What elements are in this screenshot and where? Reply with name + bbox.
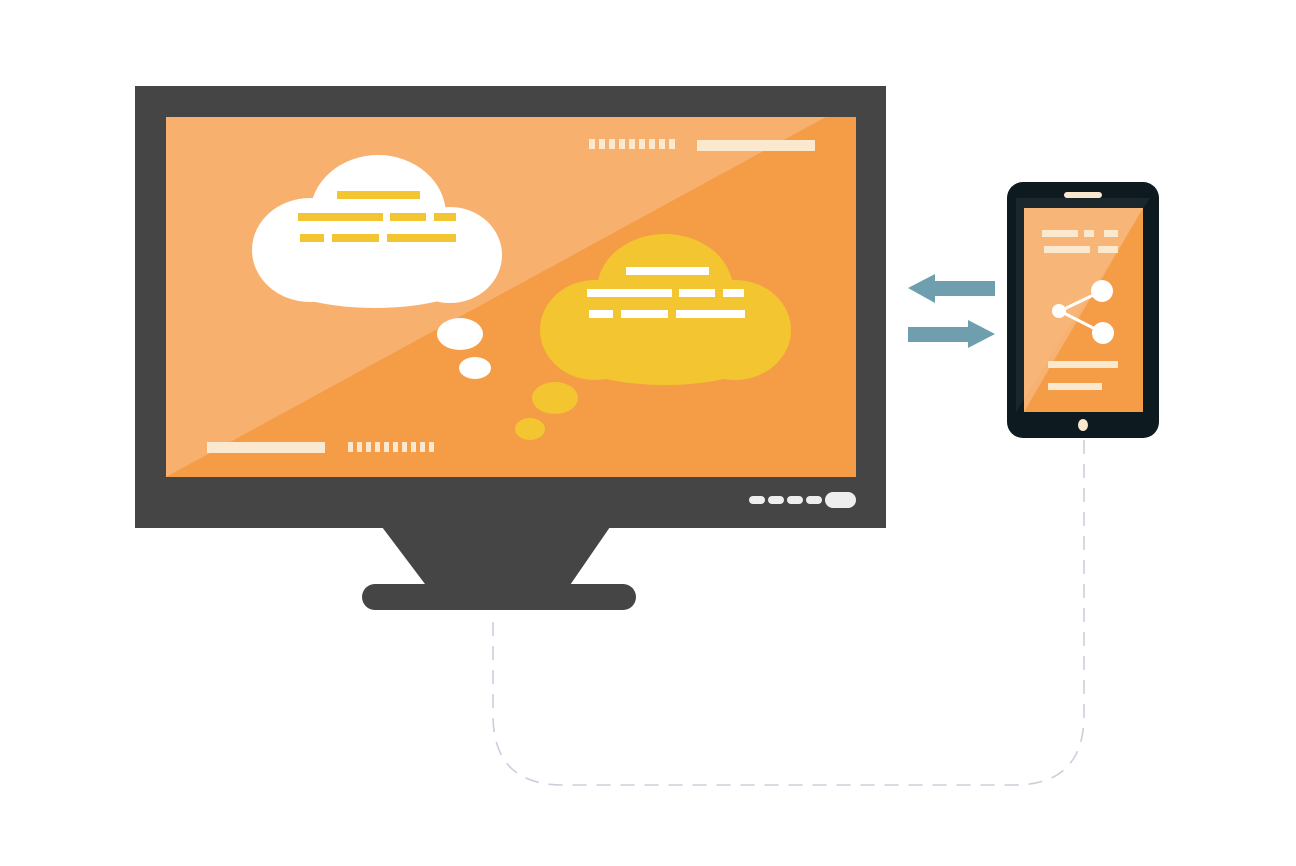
dashed-connector — [492, 440, 1085, 786]
thought-bubble-yellow-large — [532, 382, 578, 414]
monitor-button-3 — [787, 496, 803, 504]
thought-bubble-yellow-small — [515, 418, 545, 440]
monitor-power-button — [825, 492, 856, 508]
thought-bubble-white-large — [437, 318, 483, 350]
arrow-left-icon — [908, 274, 995, 303]
thought-cloud-white — [252, 155, 502, 308]
monitor-button-1 — [749, 496, 765, 504]
monitor-button-2 — [768, 496, 784, 504]
monitor-button-4 — [806, 496, 822, 504]
monitor-control-buttons — [749, 492, 856, 508]
thought-bubble-white-small — [459, 357, 491, 379]
thought-cloud-yellow — [540, 234, 791, 385]
tablet-speaker — [1064, 192, 1102, 198]
screen-top-bar — [697, 140, 815, 151]
tablet-icon — [1007, 182, 1159, 438]
arrow-right-icon — [908, 320, 995, 348]
screen-top-indicator — [589, 139, 815, 151]
screen-bottom-indicator — [207, 442, 434, 453]
screen-bottom-bar — [207, 442, 325, 453]
monitor-icon — [135, 86, 886, 610]
share-icon — [1052, 280, 1114, 344]
monitor-stand-neck — [382, 527, 610, 588]
tablet-home-button — [1078, 419, 1088, 431]
monitor-stand-base — [362, 584, 636, 610]
